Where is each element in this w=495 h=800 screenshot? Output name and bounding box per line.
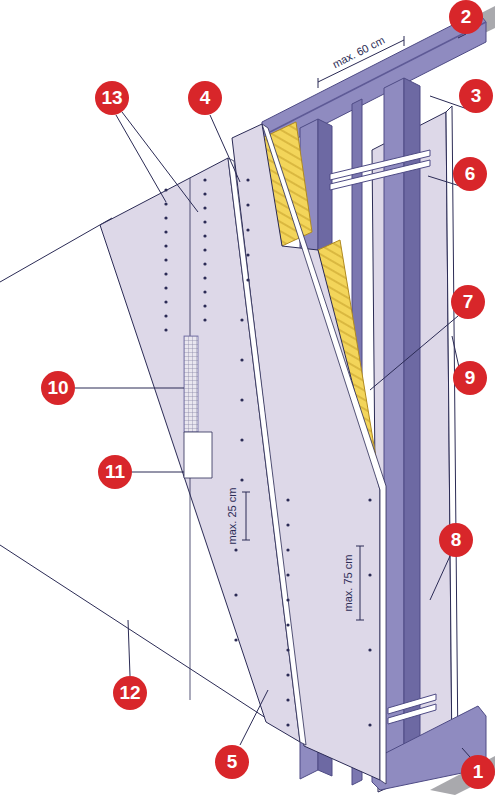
screw [203, 178, 206, 181]
callout-number: 2 [449, 0, 483, 34]
callout-number: 11 [98, 455, 132, 489]
screw [234, 593, 237, 596]
stud [384, 78, 404, 770]
callout-number: 1 [461, 755, 495, 789]
screws [164, 178, 371, 726]
track-flange [270, 22, 486, 132]
screw [164, 314, 167, 317]
dimension-label: max. 25 cm [226, 488, 238, 545]
screw [246, 203, 249, 206]
screw [240, 438, 243, 441]
screw [164, 216, 167, 219]
screw [164, 244, 167, 247]
callout-number: 7 [451, 285, 485, 319]
screw [203, 276, 206, 279]
screw [286, 648, 289, 651]
stud [404, 78, 420, 768]
screw [368, 648, 371, 651]
board-edge [446, 106, 458, 760]
callout-number: 12 [113, 676, 147, 710]
joint-tape [184, 336, 198, 432]
callout-number: 13 [95, 81, 129, 115]
screw [368, 723, 371, 726]
screw [286, 698, 289, 701]
joint-filler [184, 432, 212, 478]
screw [246, 228, 249, 231]
screw [286, 573, 289, 576]
screw [246, 253, 249, 256]
board-edge [228, 158, 306, 745]
screw [286, 623, 289, 626]
screw [164, 188, 167, 191]
callout-number: 3 [459, 79, 493, 113]
leader-line [75, 34, 476, 757]
callout-number: 5 [215, 745, 249, 779]
screw [203, 192, 206, 195]
callout-number: 9 [453, 361, 487, 395]
screw [203, 318, 206, 321]
screw [286, 523, 289, 526]
screw [203, 206, 206, 209]
screw [203, 248, 206, 251]
screw [164, 286, 167, 289]
screw [368, 498, 371, 501]
screw [164, 272, 167, 275]
screw [203, 290, 206, 293]
screw [240, 398, 243, 401]
screw [234, 548, 237, 551]
dimension-line [242, 36, 404, 620]
screw [164, 230, 167, 233]
screw [240, 478, 243, 481]
callout-number: 4 [188, 81, 222, 115]
screw [246, 178, 249, 181]
screw [240, 358, 243, 361]
screw [164, 328, 167, 331]
screw [286, 673, 289, 676]
screw [286, 723, 289, 726]
screw [368, 573, 371, 576]
screw [286, 498, 289, 501]
screw [203, 304, 206, 307]
callout-number: 10 [41, 371, 75, 405]
finish-edge [0, 218, 112, 282]
screw [234, 638, 237, 641]
screw [164, 300, 167, 303]
screw [203, 234, 206, 237]
screw [203, 262, 206, 265]
screw [286, 548, 289, 551]
callout-number: 8 [439, 523, 473, 557]
screw [240, 318, 243, 321]
screw [164, 258, 167, 261]
callout-number: 6 [453, 157, 487, 191]
screw [164, 202, 167, 205]
dimension-label: max. 75 cm [342, 555, 354, 612]
screw [286, 598, 289, 601]
screw [203, 220, 206, 223]
screw [246, 278, 249, 281]
